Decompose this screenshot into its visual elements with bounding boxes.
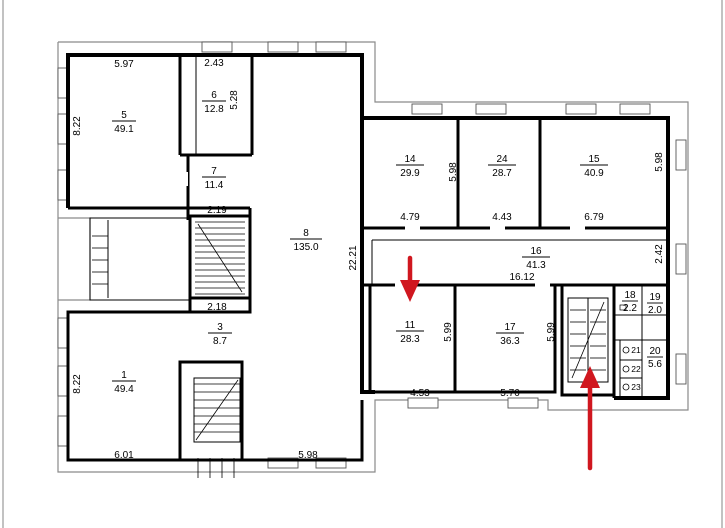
dimension-label: 5.97 — [114, 59, 134, 70]
svg-text:12.8: 12.8 — [204, 104, 224, 115]
svg-text:11.4: 11.4 — [205, 180, 224, 191]
dimension-label: 5.99 — [443, 322, 454, 342]
room-label-6: 6 12.8 — [202, 90, 226, 115]
staircase-left-entrance — [92, 235, 108, 285]
svg-text:17: 17 — [504, 322, 516, 333]
dimension-label: 6.79 — [584, 212, 604, 223]
svg-text:7: 7 — [211, 166, 217, 177]
room-label-7: 7 11.4 — [202, 166, 226, 191]
svg-text:29.9: 29.9 — [400, 168, 420, 179]
svg-text:41.3: 41.3 — [526, 260, 546, 271]
dimension-label: 2.43 — [204, 58, 224, 69]
svg-text:2.0: 2.0 — [648, 305, 662, 316]
svg-text:3: 3 — [217, 322, 223, 333]
svg-text:40.9: 40.9 — [584, 168, 604, 179]
svg-text:5.6: 5.6 — [648, 359, 662, 370]
svg-text:135.0: 135.0 — [293, 242, 318, 253]
svg-text:15: 15 — [588, 154, 600, 165]
dimension-label: 2.19 — [207, 205, 227, 216]
svg-text:11: 11 — [405, 320, 416, 331]
svg-text:23: 23 — [631, 382, 641, 392]
svg-text:28.3: 28.3 — [400, 334, 420, 345]
room-label-24: 24 28.7 — [488, 154, 516, 179]
svg-text:18: 18 — [624, 290, 636, 301]
room-label-18: 18 2.2 — [622, 290, 638, 314]
dimension-label: 2.42 — [654, 244, 665, 264]
dimension-label: 5.28 — [229, 90, 240, 110]
room-label-11: 11 28.3 — [396, 320, 424, 345]
svg-text:49.1: 49.1 — [114, 124, 134, 135]
dimension-label: 8.22 — [72, 374, 83, 394]
dimension-labels: 5.97 2.43 5.28 8.22 2.19 22.21 2.18 8.22… — [72, 58, 665, 461]
dimension-label: 4.79 — [400, 212, 420, 223]
windows — [57, 41, 687, 469]
room-label-16: 16 41.3 — [522, 246, 550, 271]
svg-text:24: 24 — [496, 154, 508, 165]
svg-text:19: 19 — [649, 292, 661, 303]
svg-text:6: 6 — [211, 90, 217, 101]
dimension-label: 5.76 — [500, 388, 520, 399]
staircase-central — [195, 221, 245, 295]
room-label-20: 20 5.6 — [647, 346, 663, 370]
svg-text:2.2: 2.2 — [623, 303, 637, 314]
dimension-label: 5.98 — [654, 152, 665, 172]
dimension-label: 5.99 — [546, 322, 557, 342]
room-label-3: 3 8.7 — [208, 322, 232, 347]
dimension-label: 5.98 — [298, 450, 318, 461]
svg-text:8: 8 — [303, 228, 309, 239]
svg-text:21: 21 — [631, 345, 641, 355]
svg-text:14: 14 — [404, 154, 416, 165]
room-label-15: 15 40.9 — [580, 154, 608, 179]
svg-text:36.3: 36.3 — [500, 336, 520, 347]
svg-text:5: 5 — [121, 110, 127, 121]
room-label-5: 5 49.1 — [112, 110, 136, 135]
svg-text:16: 16 — [530, 246, 542, 257]
room-label-14: 14 29.9 — [396, 154, 424, 179]
room-label-22: 22 — [631, 364, 641, 374]
dimension-label: 16.12 — [509, 272, 534, 283]
dimension-label: 6.01 — [114, 450, 134, 461]
dimension-label: 4.53 — [410, 388, 430, 399]
svg-text:8.7: 8.7 — [213, 336, 227, 347]
walls — [66, 53, 670, 462]
svg-text:1: 1 — [121, 370, 127, 381]
staircase-east — [570, 301, 606, 379]
svg-text:49.4: 49.4 — [114, 384, 134, 395]
dimension-label: 22.21 — [348, 245, 359, 270]
room-label-19: 19 2.0 — [647, 292, 663, 316]
dimension-label: 5.98 — [448, 162, 459, 182]
staircase-lower — [194, 379, 240, 478]
room-label-1: 1 49.4 — [112, 370, 136, 395]
room-label-21: 21 — [631, 345, 641, 355]
svg-text:22: 22 — [631, 364, 641, 374]
svg-text:28.7: 28.7 — [492, 168, 512, 179]
svg-text:20: 20 — [649, 346, 661, 357]
arrow-up-to-staircase — [580, 366, 600, 471]
dimension-label: 4.43 — [492, 212, 512, 223]
wc-fixtures — [619, 304, 630, 391]
arrow-down-to-room-11 — [400, 255, 420, 302]
room-label-17: 17 36.3 — [496, 322, 524, 347]
dimension-label: 8.22 — [72, 116, 83, 136]
room-label-23: 23 — [631, 382, 641, 392]
dimension-label: 2.18 — [207, 302, 227, 313]
room-label-8: 8 135.0 — [290, 228, 322, 253]
